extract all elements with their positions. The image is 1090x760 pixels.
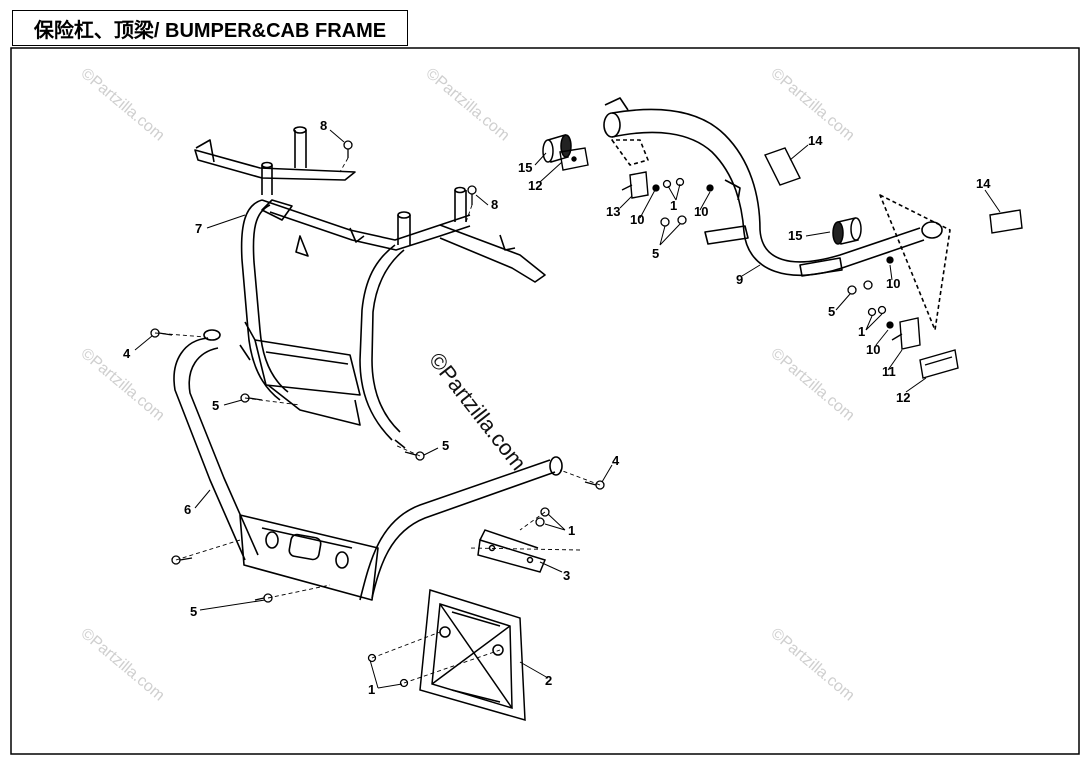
bracket-part-3 xyxy=(477,529,547,573)
cab-frame-part-7 xyxy=(194,126,546,449)
callout-15: 15 xyxy=(518,160,532,175)
plate-frame-part-2 xyxy=(419,589,526,722)
callout-5: 5 xyxy=(442,438,449,453)
pad-part-12a xyxy=(559,147,589,171)
pad-part-14b xyxy=(989,209,1023,234)
rear-bar-part-9 xyxy=(603,97,951,331)
callout-15: 15 xyxy=(788,228,802,243)
callout-10: 10 xyxy=(694,204,708,219)
callout-4: 4 xyxy=(612,453,620,468)
callout-1: 1 xyxy=(670,198,677,213)
diagram-title: 保险杠、顶梁/ BUMPER&CAB FRAME xyxy=(12,10,408,46)
callout-14: 14 xyxy=(808,133,823,148)
bracket-part-11 xyxy=(891,317,921,350)
callout-14: 14 xyxy=(976,176,991,191)
callout-9: 9 xyxy=(736,272,743,287)
callout-10: 10 xyxy=(630,212,644,227)
watermark: ©Partzilla.com xyxy=(77,65,167,144)
callout-2: 2 xyxy=(545,673,552,688)
dashed-lines xyxy=(154,157,601,684)
watermark-center: ©Partzilla.com xyxy=(424,348,531,475)
watermark: ©Partzilla.com xyxy=(422,65,512,144)
bushing-part-15b xyxy=(832,217,862,245)
callout-8: 8 xyxy=(320,118,327,133)
callout-5: 5 xyxy=(828,304,835,319)
fasteners xyxy=(150,140,894,688)
callout-1: 1 xyxy=(568,523,575,538)
callout-12: 12 xyxy=(528,178,542,193)
callout-12: 12 xyxy=(896,390,910,405)
callout-5: 5 xyxy=(190,604,197,619)
callout-3: 3 xyxy=(563,568,570,583)
callout-10: 10 xyxy=(866,342,880,357)
leader-lines xyxy=(134,129,1001,689)
callout-10: 10 xyxy=(886,276,900,291)
callout-5: 5 xyxy=(212,398,219,413)
callout-11: 11 xyxy=(882,364,896,379)
outer-border xyxy=(10,47,1080,755)
bushing-part-15a xyxy=(542,134,572,163)
callout-4: 4 xyxy=(123,346,131,361)
pad-part-14a xyxy=(764,147,801,186)
callout-6: 6 xyxy=(184,502,191,517)
callout-8: 8 xyxy=(491,197,498,212)
callout-13: 13 xyxy=(606,204,620,219)
callout-labels: 8 8 7 4 5 5 4 6 5 1 3 2 1 15 12 13 10 1 … xyxy=(123,118,991,697)
bracket-part-13 xyxy=(621,171,649,199)
watermark: ©Partzilla.com xyxy=(77,625,167,704)
callout-1: 1 xyxy=(858,324,865,339)
pad-part-12b xyxy=(919,349,959,379)
watermark: ©Partzilla.com xyxy=(767,345,857,424)
callout-1: 1 xyxy=(368,682,375,697)
callout-7: 7 xyxy=(195,221,202,236)
watermark: ©Partzilla.com xyxy=(767,625,857,704)
callout-5: 5 xyxy=(652,246,659,261)
bumper-part-6 xyxy=(173,329,563,601)
